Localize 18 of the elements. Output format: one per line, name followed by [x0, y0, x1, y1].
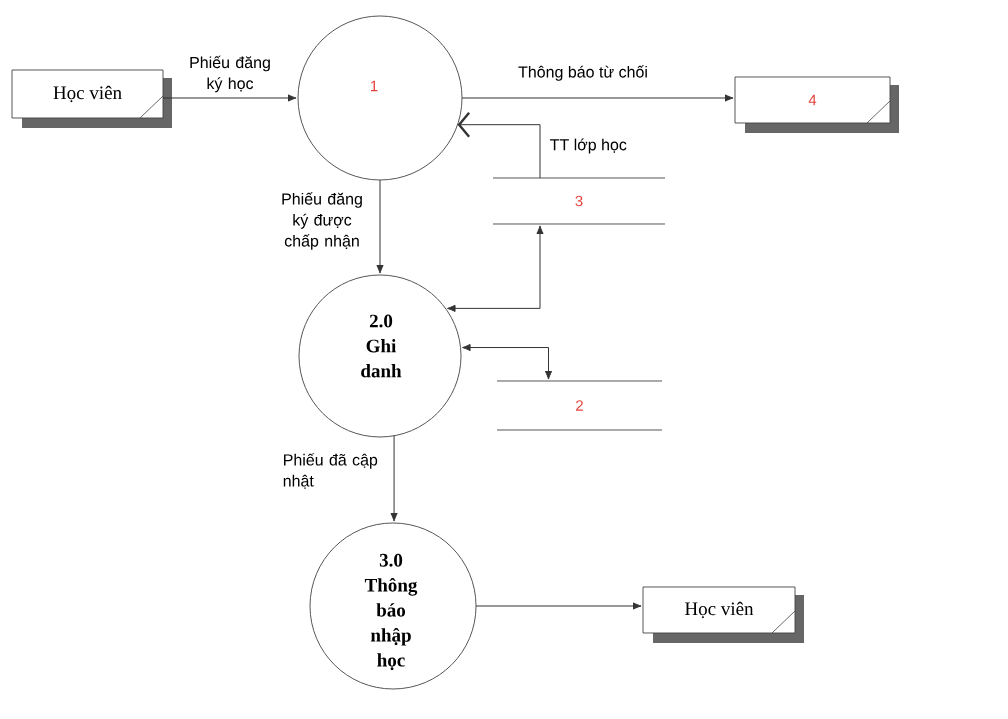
flow-arrow: [162, 94, 297, 102]
external-entity-box: Học viên: [11, 69, 172, 128]
edge-label: Thông báo từ chối: [516, 63, 650, 83]
edge-label: Phiếu đăng ký học: [181, 54, 279, 94]
flow-arrow: [376, 179, 384, 274]
flow-arrow: [390, 435, 398, 522]
flow-arrow: [475, 602, 642, 610]
edge-label: TT lớp học: [548, 136, 629, 156]
edge-label: Phiếu đăng ký được chấp nhận: [273, 190, 371, 252]
external-entity-box: Học viên: [642, 586, 804, 643]
external-entity-box: 4: [734, 76, 899, 133]
flow-arrow: [457, 111, 541, 179]
data-store: 2: [496, 380, 663, 431]
data-store: 3: [492, 177, 666, 225]
edge-label: Phiếu đã cập nhật: [281, 451, 385, 491]
flow-arrow: [447, 225, 544, 312]
flow-arrow: [462, 343, 553, 380]
flow-arrow: [461, 94, 734, 102]
